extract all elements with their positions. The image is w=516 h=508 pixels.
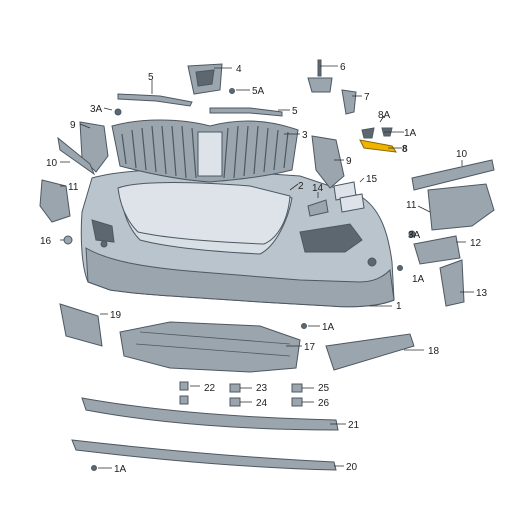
label-19: 19 — [110, 310, 122, 321]
part-16-sensor — [63, 235, 73, 245]
label-8a: 8A — [378, 110, 391, 121]
part-4-bracket — [187, 63, 223, 95]
part-15-frames — [333, 181, 365, 213]
part-20-under-shield — [71, 439, 337, 471]
label-22: 22 — [204, 383, 216, 394]
label-1a-right: 1A — [412, 274, 425, 285]
label-5-a: 5 — [148, 72, 154, 83]
label-1a-bottom: 1A — [114, 464, 127, 475]
label-25: 25 — [318, 383, 330, 394]
label-5-b: 5 — [292, 106, 298, 117]
label-24: 24 — [256, 398, 268, 409]
label-1a-mid: 1A — [322, 322, 335, 333]
label-10-left: 10 — [46, 158, 58, 169]
label-6: 6 — [340, 62, 346, 73]
label-17: 17 — [304, 342, 316, 353]
label-3a-left: 3A — [90, 104, 103, 115]
part-21-spoiler — [81, 397, 339, 431]
label-10-right: 10 — [456, 149, 468, 160]
screw-fasteners — [91, 88, 416, 471]
label-9-right: 9 — [346, 156, 352, 167]
label-8: 8 — [402, 144, 408, 155]
part-10-guide-rails — [57, 136, 495, 191]
label-11-right: 11 — [406, 200, 417, 211]
part-8-highlighted-bracket — [359, 139, 398, 153]
label-13: 13 — [476, 288, 488, 299]
fasteners-8a-1a — [361, 127, 393, 139]
label-2: 2 — [298, 181, 304, 192]
label-23: 23 — [256, 383, 268, 394]
part-5-trim-strips — [117, 93, 283, 117]
label-12: 12 — [470, 238, 482, 249]
part-9-brackets — [79, 121, 345, 189]
part-3-grille — [111, 119, 299, 183]
label-20: 20 — [346, 462, 358, 473]
part-18-side-grille — [325, 333, 415, 371]
label-1a-top: 1A — [404, 128, 417, 139]
label-3: 3 — [302, 130, 308, 141]
label-15: 15 — [366, 174, 378, 185]
part-13-bracket — [439, 259, 465, 307]
label-18: 18 — [428, 346, 440, 357]
part-14-cover — [307, 199, 329, 217]
label-26: 26 — [318, 398, 330, 409]
part-6-clip — [307, 59, 333, 93]
label-4: 4 — [236, 64, 242, 75]
label-9-left: 9 — [70, 120, 76, 131]
label-5a: 5A — [252, 86, 265, 97]
label-21: 21 — [348, 420, 360, 431]
part-19-side-grille — [59, 303, 103, 347]
part-11-side-brackets — [39, 179, 495, 231]
label-3a-right: 3A — [408, 230, 421, 241]
part-2-grille-frame — [117, 182, 291, 245]
leader-lines — [60, 65, 474, 469]
part-17-lower-grille — [119, 321, 301, 373]
label-11-left: 11 — [68, 182, 79, 193]
part-7-bracket — [341, 89, 357, 115]
label-7: 7 — [364, 92, 370, 103]
label-16: 16 — [40, 236, 52, 247]
label-14: 14 — [312, 183, 324, 194]
part-labels: 1 2 3 4 5 5 5A 6 7 8 8A 1A 9 9 10 10 11 … — [40, 62, 488, 475]
label-1: 1 — [396, 301, 402, 312]
part-12-bracket — [413, 235, 461, 265]
